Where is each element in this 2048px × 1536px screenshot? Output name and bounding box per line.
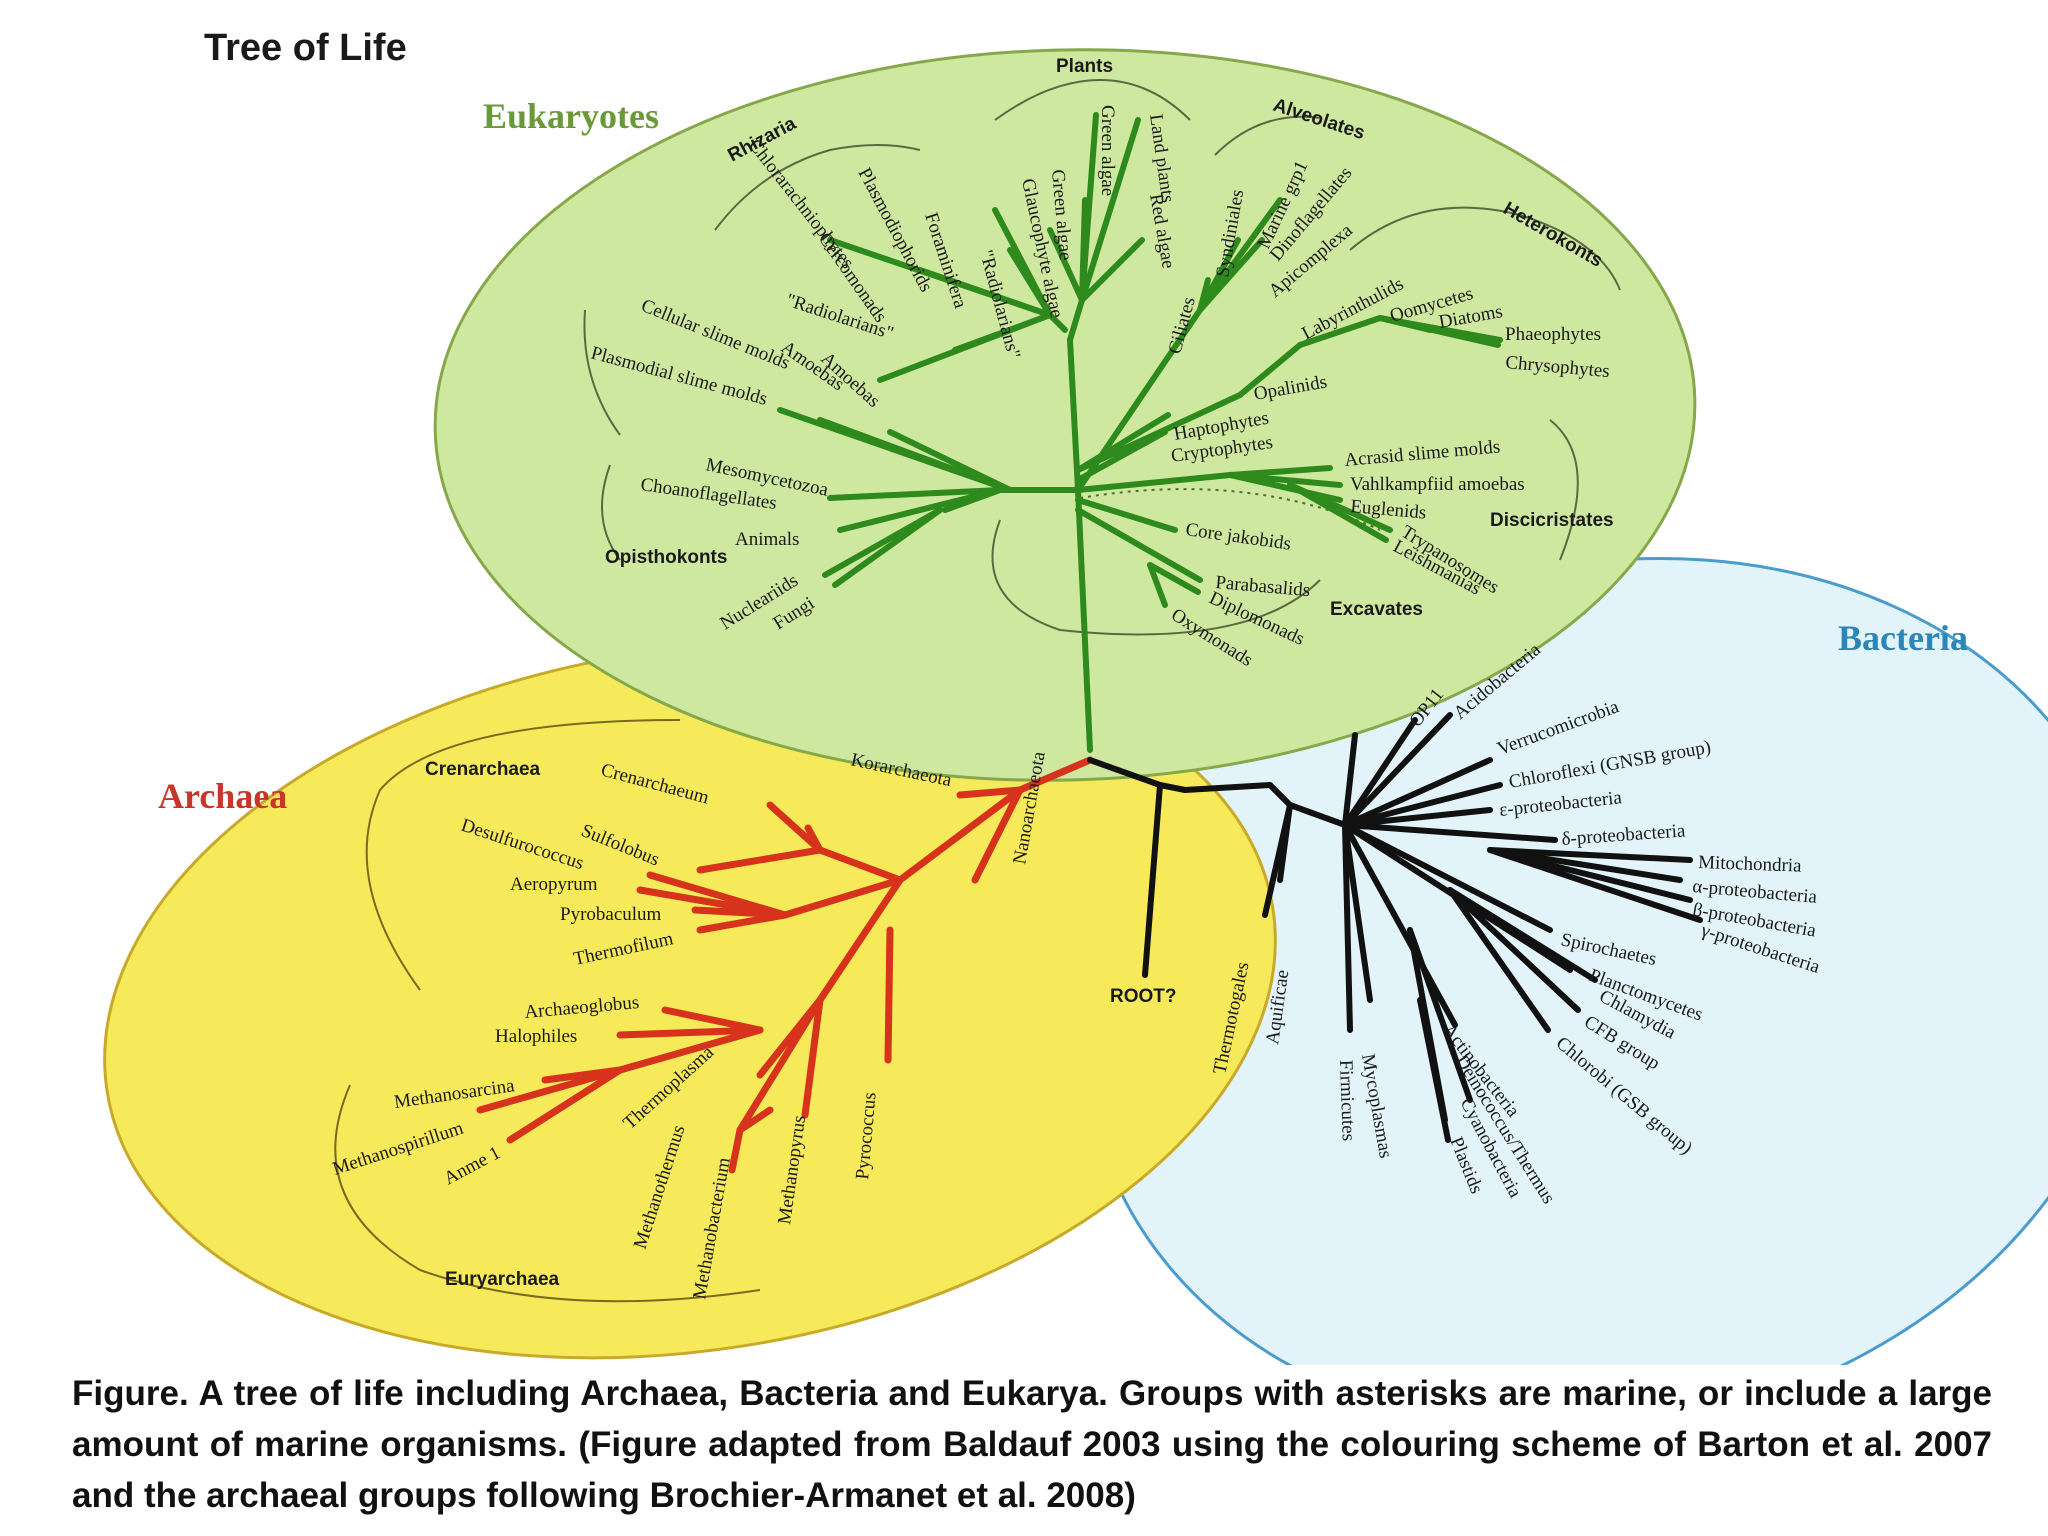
- figure-caption: Figure. A tree of life including Archaea…: [72, 1374, 1992, 1515]
- archaea-group-brackets: [334, 719, 761, 1303]
- archaea-branches: [476, 756, 1094, 1174]
- group-label-discicristates: Discicristates: [1490, 510, 1614, 531]
- leaf-label: Halophiles: [495, 1026, 577, 1047]
- dotted-connector: [1079, 488, 1381, 531]
- group-label-plants: Plants: [1056, 56, 1113, 77]
- leaf-label: Mitochondria: [1698, 852, 1803, 877]
- group-label-opisthokonts: Opisthokonts: [605, 547, 727, 568]
- tree-of-life-diagram: Tree of Life Eukaryotes Archaea Bacteria: [103, 27, 2048, 1365]
- leaf-label: Phaeophytes: [1505, 324, 1601, 345]
- leaf-label: Vahlkampfiid amoebas: [1350, 474, 1525, 495]
- domain-label-eukaryotes: Eukaryotes: [483, 96, 659, 136]
- domain-label-archaea: Archaea: [158, 776, 287, 816]
- group-label-crenarchaea: Crenarchaea: [425, 759, 541, 780]
- bacteria-branches: [1087, 712, 1703, 1143]
- group-label-euryarchaea: Euryarchaea: [445, 1269, 560, 1290]
- root-label: ROOT?: [1110, 986, 1177, 1007]
- leaf-label: Firmicutes: [1335, 1059, 1359, 1141]
- group-label-excavates: Excavates: [1330, 599, 1423, 620]
- leaf-label: Pyrobaculum: [560, 904, 662, 925]
- eukaryote-branches: [777, 112, 1503, 753]
- leaf-label: Aeropyrum: [510, 874, 598, 895]
- eukaryotes-region: [433, 48, 1697, 782]
- domain-label-bacteria: Bacteria: [1838, 618, 1968, 658]
- leaf-label: Green algae: [1097, 105, 1118, 196]
- diagram-title: Tree of Life: [204, 27, 407, 69]
- leaf-label: Animals: [735, 529, 799, 550]
